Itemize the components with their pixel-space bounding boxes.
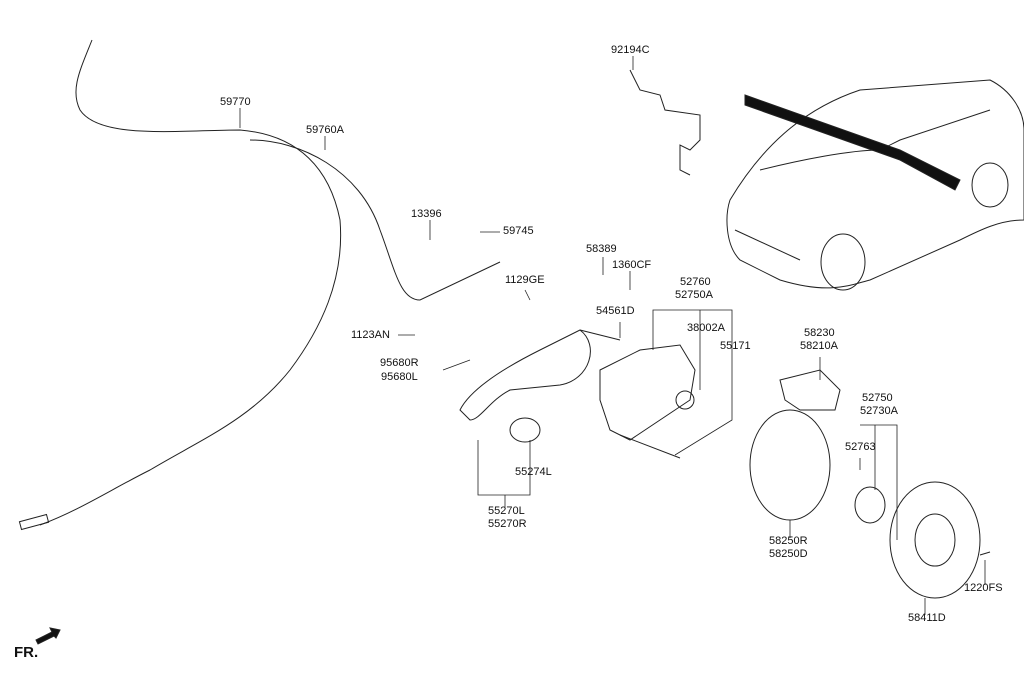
label-52760: 52760 xyxy=(680,276,711,288)
label-55274L: 55274L xyxy=(515,466,552,478)
height-sensor xyxy=(629,69,701,176)
label-59745: 59745 xyxy=(503,225,534,237)
front-direction-label: FR. xyxy=(14,644,39,661)
label-52750: 52750 xyxy=(862,392,893,404)
label-58411D: 58411D xyxy=(908,612,946,624)
label-52763: 52763 xyxy=(845,441,876,453)
label-55270L: 55270L xyxy=(488,505,525,517)
label-58230: 58230 xyxy=(804,327,835,339)
leader-lines xyxy=(239,56,986,615)
backing-plate-58250 xyxy=(749,409,831,521)
parking-brake-cable-59760A xyxy=(249,139,501,301)
bushing-55274L xyxy=(509,417,541,443)
cable-end-fitting xyxy=(18,513,50,531)
label-58389: 58389 xyxy=(586,243,617,255)
fr-arrow-icon xyxy=(35,627,61,645)
label-58210A: 58210A xyxy=(800,340,838,352)
label-58250R: 58250R xyxy=(769,535,808,547)
caliper-58230 xyxy=(779,369,841,411)
label-1360CF: 1360CF xyxy=(612,259,652,271)
label-95680L: 95680L xyxy=(381,371,418,383)
label-59760A: 59760A xyxy=(306,124,344,136)
hub-52750 xyxy=(854,486,886,524)
knuckle-bushing-38002A xyxy=(675,390,695,410)
knuckle xyxy=(599,344,696,441)
label-38002A: 38002A xyxy=(687,322,725,334)
label-1129GE: 1129GE xyxy=(505,274,545,286)
label-92194C: 92194C xyxy=(611,44,650,56)
parking-brake-cable-59770 xyxy=(39,39,342,526)
bolt-55171 xyxy=(619,434,681,459)
vehicle-illustration xyxy=(726,79,1024,291)
label-54561D: 54561D xyxy=(596,305,635,317)
label-55270R: 55270R xyxy=(488,518,527,530)
bolt-1220FS xyxy=(979,551,991,556)
label-1220FS: 1220FS xyxy=(964,582,1003,594)
label-95680R: 95680R xyxy=(380,357,419,369)
label-52730A: 52730A xyxy=(860,405,898,417)
label-13396: 13396 xyxy=(411,208,442,220)
label-59770: 59770 xyxy=(220,96,251,108)
lower-arm-55270 xyxy=(459,329,591,421)
label-1123AN: 1123AN xyxy=(351,329,390,341)
label-52750A: 52750A xyxy=(675,289,713,301)
label-55171: 55171 xyxy=(720,340,751,352)
disc-58411D xyxy=(889,481,981,599)
label-58250D: 58250D xyxy=(769,548,808,560)
